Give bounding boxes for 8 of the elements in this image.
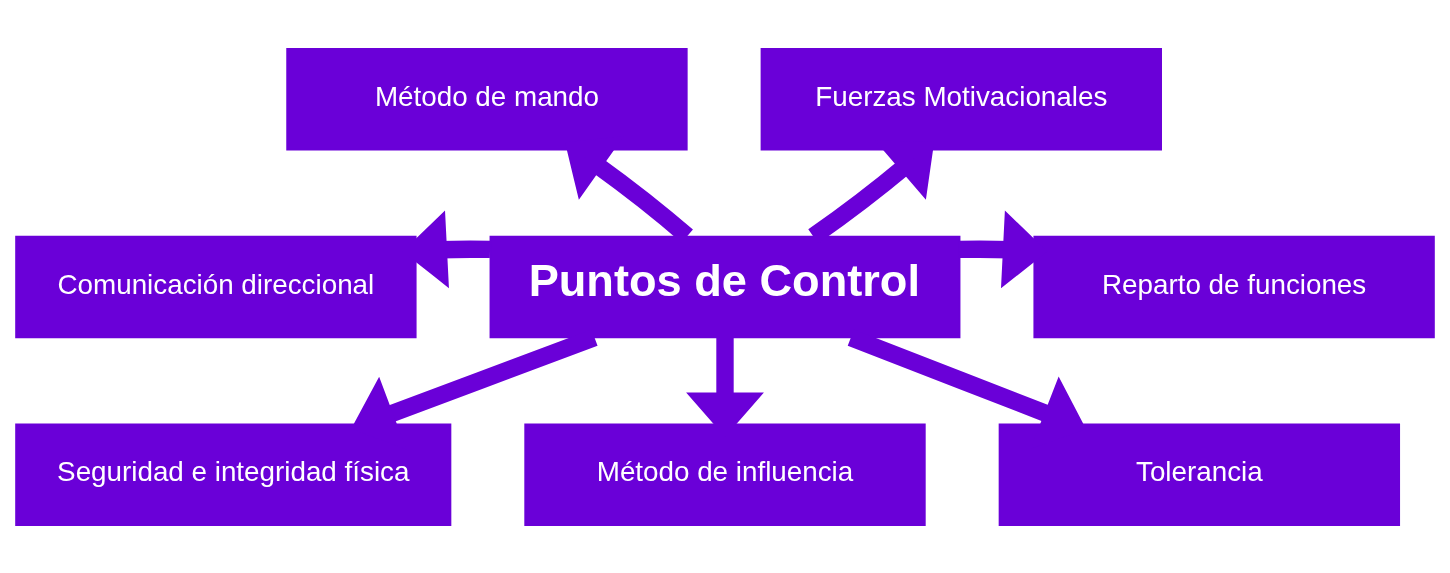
node-box: Comunicación direccional <box>15 235 417 338</box>
node-box: Tolerancia <box>998 422 1401 526</box>
node-box: Seguridad e integridad física <box>15 422 452 526</box>
node-box: Puntos de Control <box>489 235 961 338</box>
node-box: Método de influencia <box>524 422 926 526</box>
node-box: Reparto de funciones <box>1033 235 1435 338</box>
node-box: Método de mando <box>286 47 688 151</box>
node-box: Fuerzas Motivacionales <box>760 47 1162 151</box>
